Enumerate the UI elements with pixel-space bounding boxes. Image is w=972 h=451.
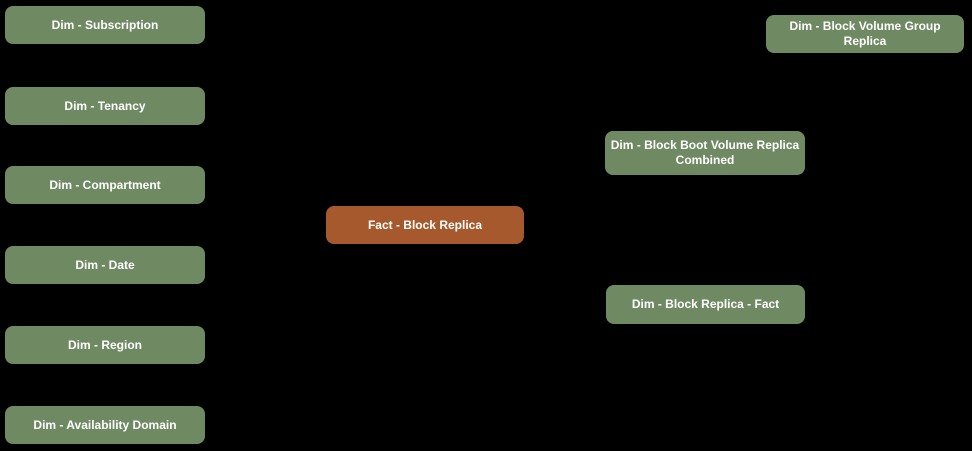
- node-dim-tenancy[interactable]: Dim - Tenancy: [5, 87, 205, 125]
- node-dim-block-boot-volume-replica-combined[interactable]: Dim - Block Boot Volume Replica Combined: [605, 131, 805, 175]
- node-dim-subscription[interactable]: Dim - Subscription: [5, 6, 205, 44]
- node-dim-date[interactable]: Dim - Date: [5, 246, 205, 284]
- node-dim-block-volume-group-replica[interactable]: Dim - Block Volume Group Replica: [766, 15, 964, 53]
- node-dim-region[interactable]: Dim - Region: [5, 326, 205, 364]
- node-dim-availability-domain[interactable]: Dim - Availability Domain: [5, 406, 205, 444]
- node-dim-block-replica-fact[interactable]: Dim - Block Replica - Fact: [606, 285, 805, 324]
- node-dim-compartment[interactable]: Dim - Compartment: [5, 166, 205, 204]
- node-fact-block-replica[interactable]: Fact - Block Replica: [326, 206, 524, 244]
